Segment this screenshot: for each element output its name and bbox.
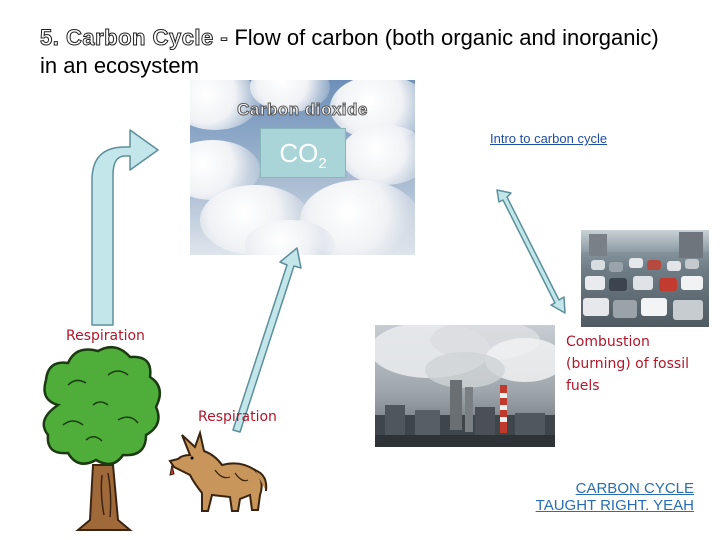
- traffic-icon: [581, 230, 709, 327]
- bent-up-arrow: [92, 130, 158, 325]
- respiration-up-arrow: [233, 248, 301, 432]
- respiration-plant-label: Respiration: [66, 325, 145, 347]
- double-headed-arrow: [497, 190, 565, 313]
- combustion-line-2: (burning) of fossil: [566, 353, 706, 375]
- bottom-link-line-2[interactable]: TAUGHT RIGHT. YEAH: [476, 497, 694, 514]
- factory-icon: [375, 325, 555, 447]
- combustion-line-1: Combustion: [566, 331, 706, 353]
- tree-icon: [38, 345, 168, 535]
- bottom-link-line-1[interactable]: CARBON CYCLE: [476, 480, 694, 497]
- combustion-line-3: fuels: [566, 375, 706, 397]
- carbon-cycle-taught-right-link[interactable]: CARBON CYCLE TAUGHT RIGHT. YEAH: [476, 480, 694, 514]
- combustion-label: Combustion (burning) of fossil fuels: [566, 331, 706, 397]
- coyote-icon: [160, 425, 270, 515]
